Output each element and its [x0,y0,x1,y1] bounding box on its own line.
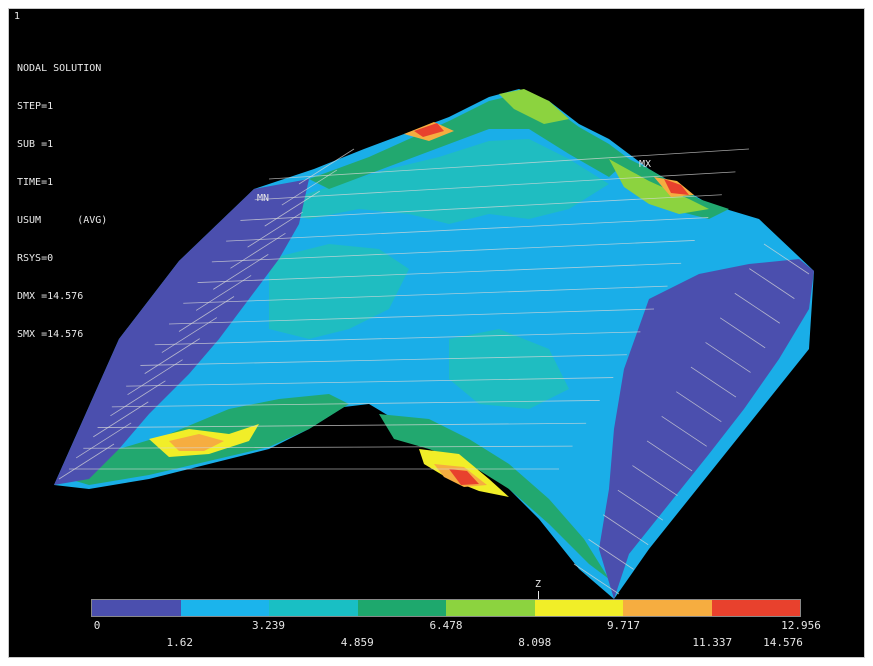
mesh-lines [58,148,810,595]
mesh-line [617,489,664,521]
mesh-line [705,342,751,373]
max-marker: MX [639,159,651,170]
mesh-line [83,445,573,449]
mesh-line [75,422,132,459]
surface-orange [169,434,224,451]
mesh-line [573,563,620,595]
legend-value-bottom: 8.098 [518,636,552,649]
mesh-line [154,331,641,346]
legend-value-top: 3.239 [251,619,286,632]
surface-mid-teal [259,139,609,224]
legend-swatch [446,600,535,616]
mesh-line [646,440,693,472]
mesh-line [298,148,355,185]
mesh-line [690,366,737,398]
mesh-line [161,317,218,353]
surface-lime [499,89,569,124]
legend-swatch [711,600,800,616]
result-info: NODAL SOLUTION STEP=1 SUB =1 TIME=1 USUM… [17,39,107,367]
mesh-line [197,262,682,283]
mesh-line [281,169,338,206]
legend-swatch [269,600,358,616]
mesh-line [127,359,183,396]
mesh-line [254,171,736,201]
contour-plot: MX MN [54,89,814,599]
surface-red [449,469,479,485]
legend-swatch [534,600,623,616]
window-number: 1 [14,11,21,22]
legend-value-bottom: 4.859 [340,636,374,649]
legend-value-top: 6.478 [429,619,463,632]
mesh-line [178,296,235,332]
plot-title: NODAL SOLUTION [17,63,102,74]
color-legend: 0 3.239 6.478 9.717 12.956 1.62 4.859 8.098 11.3… [91,599,821,657]
mesh-line [264,190,320,227]
surface-mid-teal [269,244,409,339]
smx-line: SMX =14.576 [17,329,84,340]
mesh-line [97,422,587,428]
mesh-line [661,415,707,447]
mesh-line [126,377,614,387]
legend-value-bottom: 14.576 [763,636,803,649]
mesh-line [183,285,668,304]
legend-bar [91,599,801,617]
mesh-line [140,354,627,366]
legend-swatch [623,600,712,616]
surface-green [379,414,609,579]
mesh-line [588,539,634,570]
min-marker: MN [257,193,269,204]
mesh-line [719,317,766,349]
legend-value-top: 12.956 [781,619,821,632]
mesh-line [240,194,722,221]
surface-mid-teal [449,329,569,409]
dmx-line: DMX =14.576 [17,291,84,302]
mesh-line [58,443,115,480]
mesh-line [749,268,795,299]
mesh-line [603,514,649,546]
mesh-line [763,243,810,275]
surface-red [414,123,444,137]
surface-lime [609,159,709,214]
surface-blue-right [599,259,814,599]
mesh-line [93,401,149,438]
legend-value-top: 0 [93,619,101,632]
legend-swatch [357,600,446,616]
mesh-line [144,338,200,374]
mesh-line [213,254,269,290]
legend-value-bottom: 11.337 [692,636,733,649]
mesh-line [247,211,303,248]
mesh-line [168,308,655,325]
mesh-line [268,148,750,180]
legend-value-bottom: 1.62 [166,636,194,649]
mesh-line [111,400,600,408]
surface-red [664,179,689,195]
z-axis-triad [538,591,539,605]
mesh-line [230,232,286,269]
sub-line: SUB =1 [17,139,54,150]
mesh-line [110,380,166,417]
mesh-line [734,292,780,324]
mesh-line [195,275,252,311]
step-line: STEP=1 [17,101,54,112]
usum-line: USUM (AVG) [17,215,108,226]
mesh-line [226,217,709,242]
legend-swatch [180,600,269,616]
legend-value-top: 9.717 [606,619,641,632]
legend-swatch [92,600,181,616]
surface-blue-left [54,179,309,485]
time-line: TIME=1 [17,177,54,188]
rsys-line: RSYS=0 [17,253,54,264]
mesh-line [211,240,695,263]
z-axis-label: Z [535,579,542,590]
graphics-window[interactable]: MX MN 1 NODAL SOLUTION STEP=1 SUB =1 TIM… [8,8,865,658]
mesh-line [632,465,678,496]
mesh-line [676,391,722,423]
